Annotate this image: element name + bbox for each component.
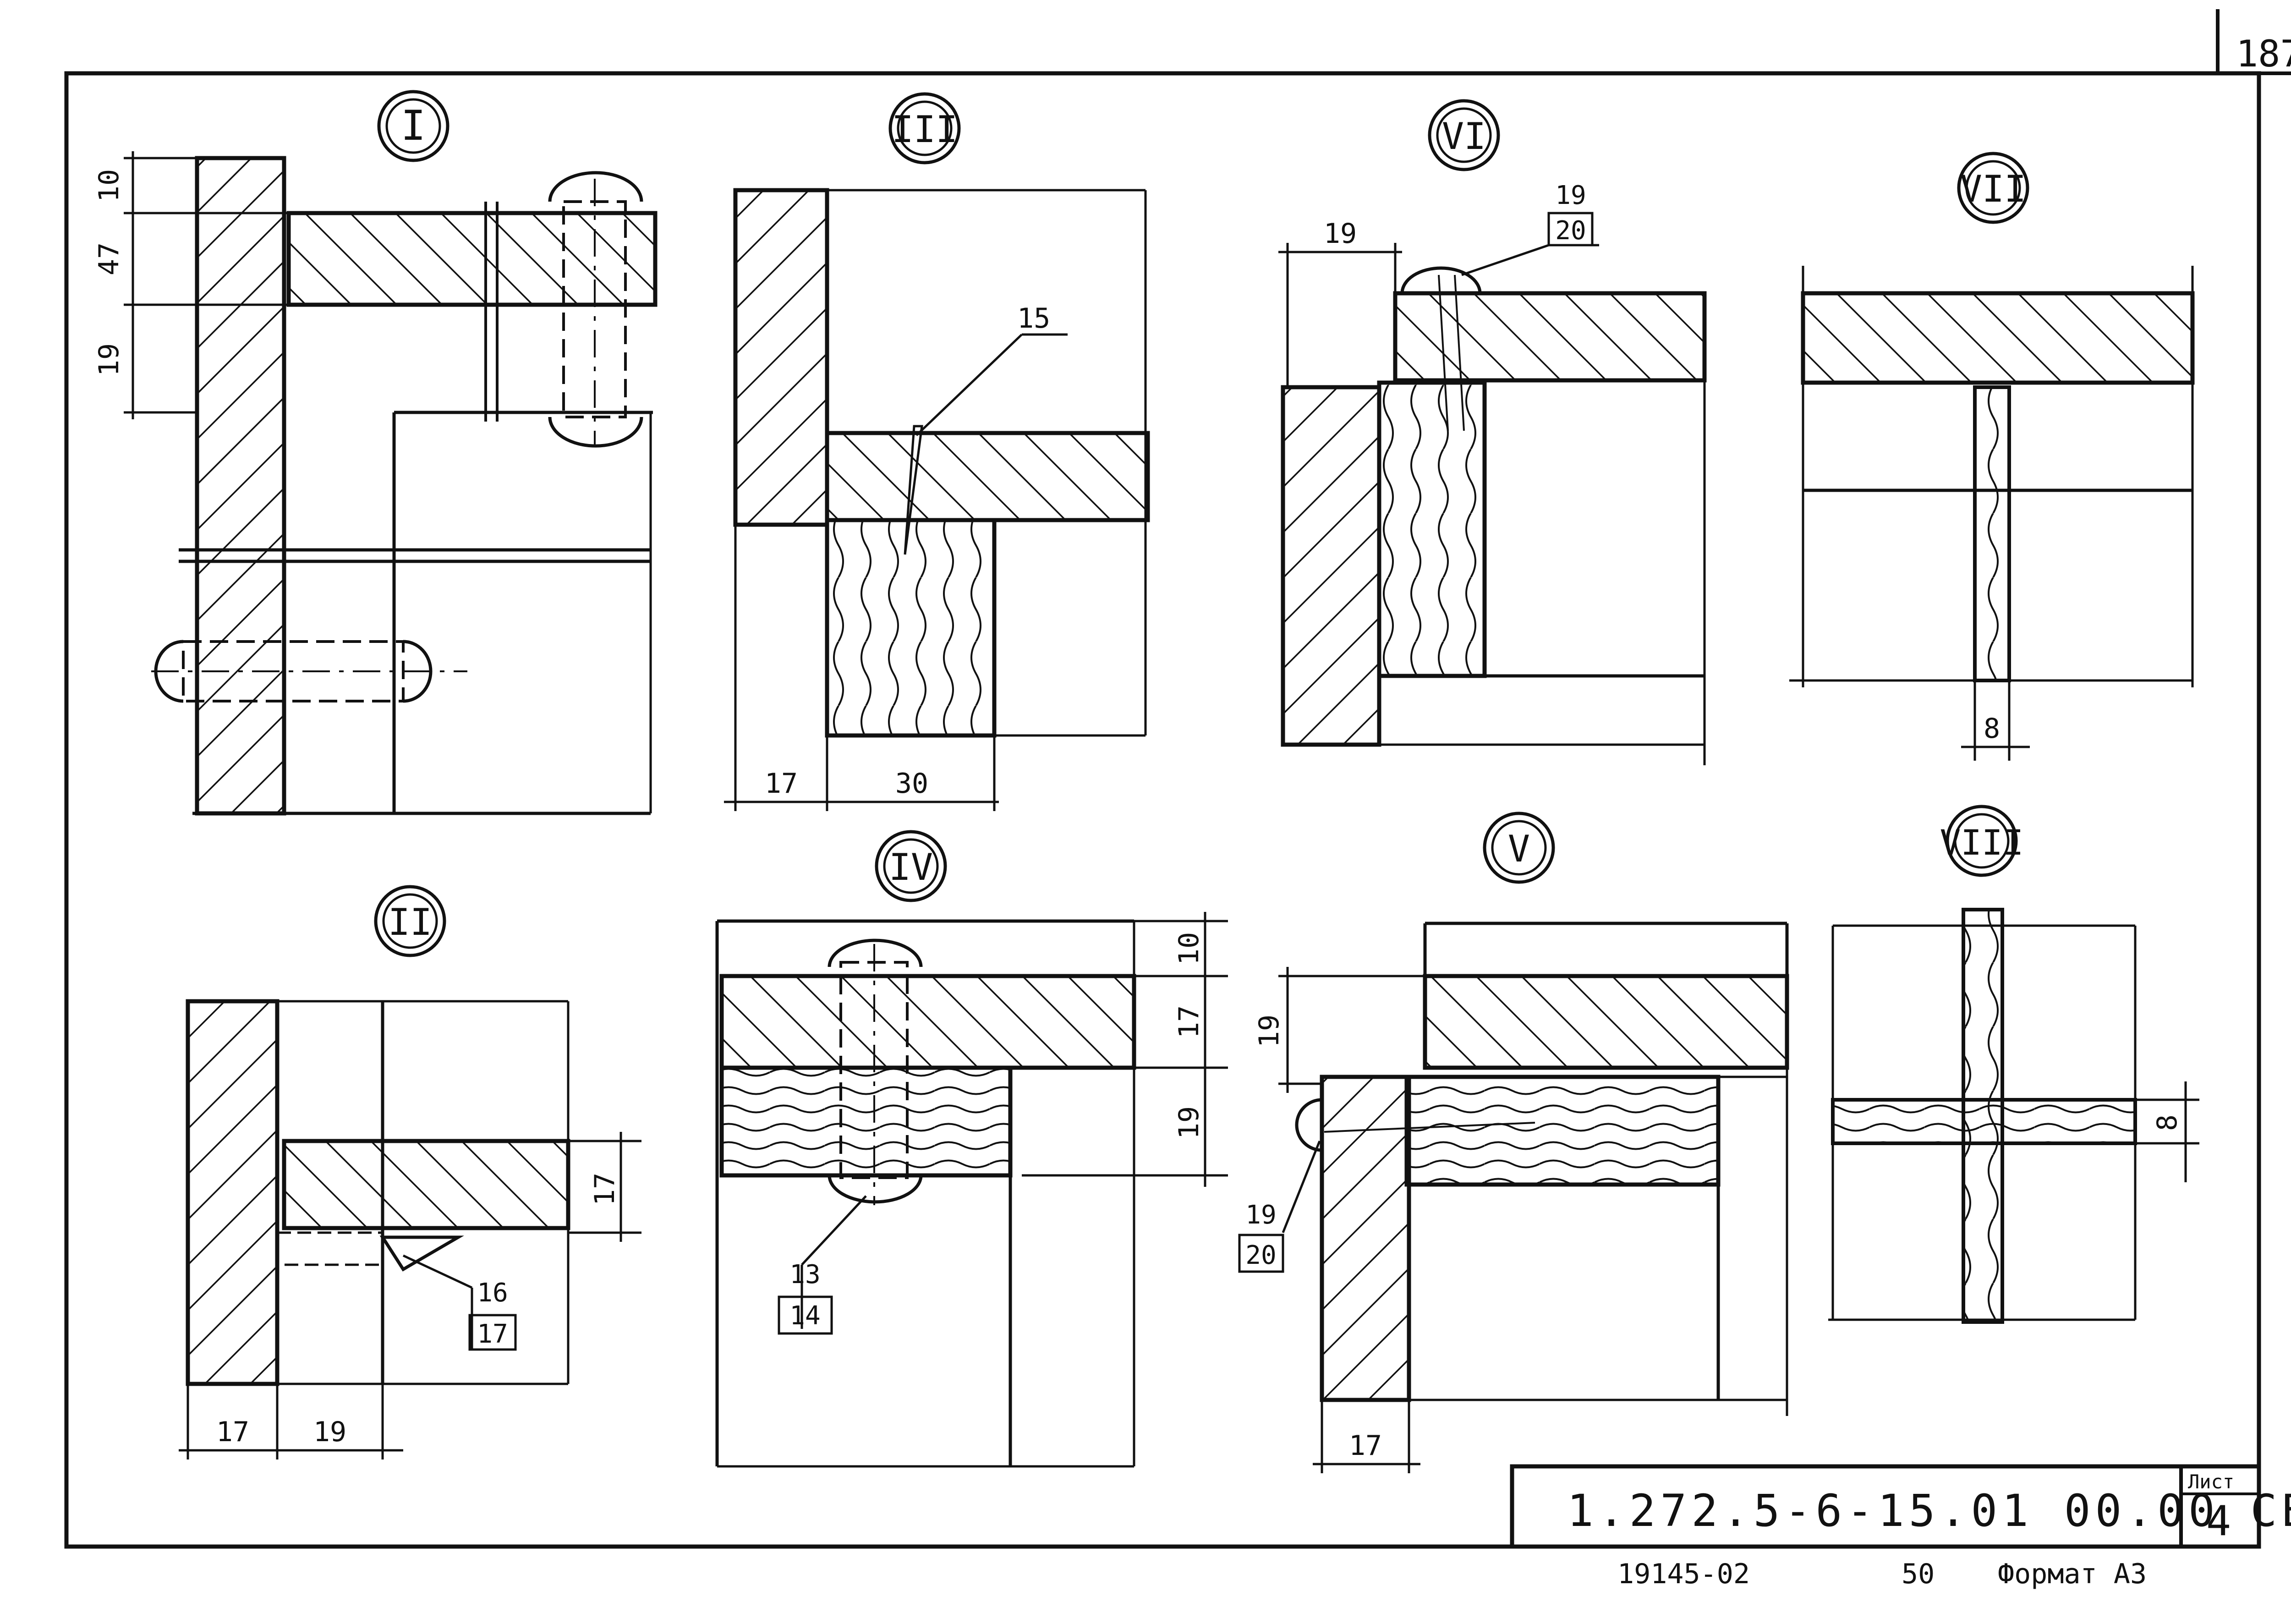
detail-v-dim-17: 17 bbox=[1349, 1430, 1382, 1462]
detail-vii-mark: VII bbox=[1960, 168, 2027, 210]
detail-vii bbox=[1789, 152, 2195, 761]
detail-vi bbox=[1278, 99, 1707, 765]
detail-iii-mark: III bbox=[892, 108, 958, 151]
detail-ii-dim-19-bottom: 19 bbox=[313, 1416, 346, 1448]
detail-ii bbox=[179, 885, 641, 1459]
detail-iii-leader-15: 15 bbox=[1017, 302, 1050, 335]
detail-v-leader-20: 20 bbox=[1245, 1240, 1276, 1270]
footer-left: 19145-02 bbox=[1617, 1558, 1750, 1590]
detail-v bbox=[1238, 812, 1789, 1473]
title-block bbox=[1510, 1464, 2261, 1549]
detail-vii-dim-8: 8 bbox=[1984, 713, 2000, 745]
detail-ii-leader-17: 17 bbox=[477, 1319, 508, 1349]
document-code: 1.272.5-6-15.01 00.00 СБ bbox=[1567, 1485, 2291, 1536]
page-number: 187 bbox=[2236, 33, 2291, 75]
detail-iv-dim-19: 19 bbox=[1173, 1106, 1205, 1139]
footer-format: Формат А3 bbox=[1998, 1558, 2147, 1590]
detail-vi-mark: VI bbox=[1442, 115, 1486, 158]
detail-v-dim-19: 19 bbox=[1253, 1015, 1285, 1048]
detail-viii-mark: VIII bbox=[1940, 822, 2023, 863]
detail-i-dim-10: 10 bbox=[93, 169, 125, 202]
detail-vi-dim-19: 19 bbox=[1324, 218, 1357, 250]
detail-ii-leader-16: 16 bbox=[477, 1278, 508, 1308]
detail-i-mark: I bbox=[401, 102, 426, 150]
detail-iv-leader-14: 14 bbox=[789, 1301, 820, 1331]
detail-i-dim-19: 19 bbox=[93, 343, 125, 376]
detail-ii-dim-17-bottom: 17 bbox=[216, 1416, 249, 1448]
detail-ii-mark: II bbox=[388, 901, 432, 944]
detail-vi-leader-19: 19 bbox=[1555, 181, 1586, 210]
detail-i bbox=[124, 90, 658, 816]
detail-vi-leader-20: 20 bbox=[1555, 216, 1586, 246]
sheet-frame bbox=[64, 9, 2291, 1549]
detail-iv-dim-17: 17 bbox=[1173, 1005, 1205, 1038]
detail-iv-leader-13: 13 bbox=[789, 1260, 820, 1289]
detail-viii-dim-8: 8 bbox=[2151, 1114, 2183, 1131]
footer-mid: 50 bbox=[1902, 1558, 1935, 1590]
detail-viii bbox=[1828, 805, 2199, 1324]
detail-iii bbox=[724, 92, 1150, 811]
detail-i-dim-47: 47 bbox=[93, 242, 125, 275]
detail-v-leader-19: 19 bbox=[1245, 1200, 1276, 1230]
detail-iv-dim-10: 10 bbox=[1173, 932, 1205, 965]
detail-ii-dim-17-right: 17 bbox=[589, 1173, 621, 1206]
detail-iv bbox=[715, 830, 1228, 1468]
detail-iii-dim-30: 30 bbox=[895, 768, 928, 800]
detail-iv-mark: IV bbox=[889, 846, 933, 889]
sheet-label: Лист bbox=[2188, 1470, 2234, 1493]
detail-v-mark: V bbox=[1508, 828, 1530, 870]
sheet-number: 4 bbox=[2206, 1497, 2231, 1545]
detail-iii-dim-17: 17 bbox=[765, 768, 798, 800]
